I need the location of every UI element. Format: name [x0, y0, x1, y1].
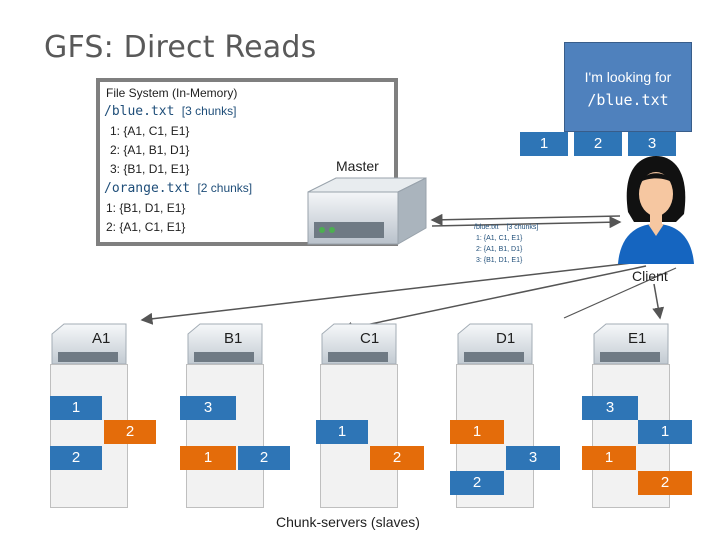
file-entry-orange: /orange.txt [2 chunks] — [104, 181, 252, 196]
chunk-count: [3 chunks] — [181, 104, 237, 118]
master-label: Master — [336, 158, 379, 174]
chunk-cell: 1 — [450, 420, 504, 444]
server-rack-a1 — [51, 323, 127, 365]
slide-title: GFS: Direct Reads — [44, 30, 317, 65]
cache-chunk-count: [3 chunks] — [506, 224, 539, 231]
chunk-cell: 3 — [506, 446, 560, 470]
server-rack-e1 — [593, 323, 669, 365]
chunk-cell: 1 — [180, 446, 236, 470]
client-person-icon — [618, 156, 694, 264]
chunk-entry: 1: {B1, D1, E1} — [106, 201, 186, 215]
server-label: D1 — [496, 330, 516, 347]
server-panel-b1 — [186, 364, 264, 508]
callout-line-2: /blue.txt — [587, 91, 669, 109]
chunk-entry: 2: {A1, C1, E1} — [106, 220, 186, 234]
requested-chunk: 2 — [574, 132, 622, 156]
chunk-cell: 2 — [104, 420, 156, 444]
requested-chunk: 1 — [520, 132, 568, 156]
chunk-cell: 1 — [582, 446, 636, 470]
client-to-d1-line — [563, 267, 677, 319]
cache-chunk-entry: 3: {B1, D1, E1} — [476, 257, 523, 264]
client-to-c1-arrow — [340, 265, 647, 334]
server-rack-d1 — [457, 323, 533, 365]
chunk-entry: 2: {A1, B1, D1} — [110, 143, 190, 157]
client-request-callout: I'm looking for /blue.txt — [564, 42, 692, 132]
filesystem-heading: File System (In-Memory) — [106, 86, 238, 100]
chunk-cell: 1 — [316, 420, 368, 444]
chunk-cell: 1 — [638, 420, 692, 444]
server-label: C1 — [360, 330, 380, 347]
chunk-cell: 2 — [50, 446, 102, 470]
server-label: B1 — [224, 330, 243, 347]
chunk-cell: 3 — [180, 396, 236, 420]
chunk-cell: 1 — [50, 396, 102, 420]
client-to-e1-arrow — [652, 283, 665, 320]
chunk-count: [2 chunks] — [197, 181, 253, 195]
requested-chunk: 3 — [628, 132, 676, 156]
chunk-servers-caption: Chunk-servers (slaves) — [276, 514, 420, 530]
chunk-server-racks — [51, 323, 669, 365]
chunk-cell: 3 — [582, 396, 638, 420]
client-to-a1-arrow — [140, 261, 641, 325]
cache-file-entry: /blue.txt [3 chunks] — [474, 224, 538, 231]
chunk-cell: 2 — [450, 471, 504, 495]
chunk-cell: 2 — [370, 446, 424, 470]
client-to-master-arrow — [430, 213, 621, 226]
cache-chunk-entry: 1: {A1, C1, E1} — [476, 235, 523, 242]
file-entry-blue: /blue.txt [3 chunks] — [104, 104, 237, 119]
client-label: Client — [632, 268, 668, 284]
server-rack-b1 — [187, 323, 263, 365]
server-label: A1 — [92, 330, 111, 347]
chunk-cell: 2 — [638, 471, 692, 495]
file-name: /blue.txt — [104, 104, 175, 119]
callout-line-1: I'm looking for — [584, 69, 672, 85]
client-metadata-cache: /blue.txt [3 chunks] 1: {A1, C1, E1} 2: … — [470, 222, 570, 270]
cache-file-name: /blue.txt — [474, 224, 499, 231]
cache-chunk-entry: 2: {A1, B1, D1} — [476, 246, 523, 253]
server-label: E1 — [628, 330, 647, 347]
master-server-icon — [307, 177, 427, 245]
chunk-entry: 1: {A1, C1, E1} — [110, 124, 190, 138]
chunk-entry: 3: {B1, D1, E1} — [110, 162, 190, 176]
file-name: /orange.txt — [104, 181, 191, 196]
master-to-client-arrow — [431, 216, 622, 229]
chunk-cell: 2 — [238, 446, 290, 470]
server-rack-c1 — [321, 323, 397, 365]
